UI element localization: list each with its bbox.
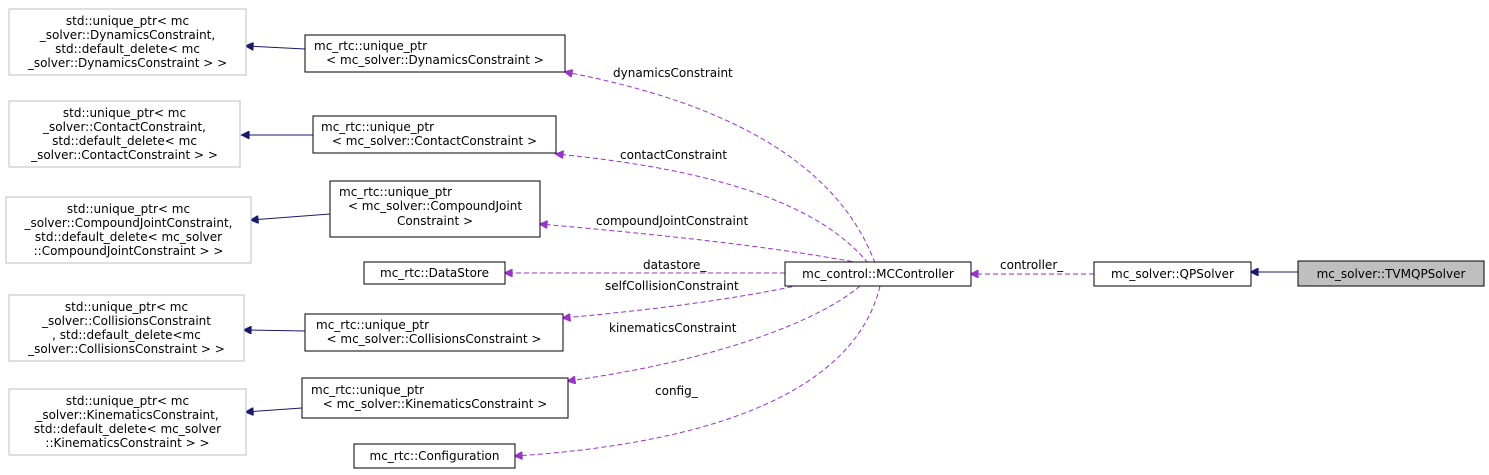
- node-unique-ptr-collisions-line-2: _solver::CollisionsConstraint: [41, 314, 211, 328]
- edge-label-kinematics: kinematicsConstraint: [609, 321, 737, 335]
- node-tvmqpsolver[interactable]: mc_solver::TVMQPSolver: [1297, 260, 1485, 287]
- node-mccontroller-label: mc_control::MCController: [802, 267, 954, 281]
- node-unique-ptr-dynamics-line-4: _solver::DynamicsConstraint > >: [27, 56, 227, 70]
- node-mc-rtc-collisions[interactable]: mc_rtc::unique_ptr < mc_solver::Collisio…: [304, 313, 564, 352]
- node-unique-ptr-contact-line-2: _solver::ContactConstraint,: [42, 120, 206, 134]
- node-configuration-label: mc_rtc::Configuration: [370, 449, 500, 463]
- node-unique-ptr-contact-line-3: std::default_delete< mc: [52, 134, 197, 148]
- node-mc-rtc-kinematics-line-1: mc_rtc::unique_ptr: [311, 383, 424, 397]
- node-mc-rtc-contact-line-1: mc_rtc::unique_ptr: [321, 120, 434, 134]
- edge-label-datastore: datastore_: [643, 258, 707, 272]
- node-mc-rtc-dynamics-line-2: < mc_solver::DynamicsConstraint >: [326, 53, 544, 67]
- node-unique-ptr-collisions-line-1: std::unique_ptr< mc: [65, 300, 188, 314]
- node-unique-ptr-compound-line-3: std::default_delete< mc_solver: [35, 230, 222, 244]
- node-mc-rtc-compound-line-2: < mc_solver::CompoundJoint: [348, 199, 522, 213]
- node-unique-ptr-compound-line-2: _solver::CompoundJointConstraint,: [24, 216, 233, 230]
- node-unique-ptr-compound[interactable]: std::unique_ptr< mc _solver::CompoundJoi…: [5, 196, 252, 264]
- node-unique-ptr-dynamics-line-2: _solver::DynamicsConstraint,: [39, 28, 215, 42]
- edge-label-compound: compoundJointConstraint: [596, 214, 748, 228]
- node-mc-rtc-kinematics-line-2: < mc_solver::KinematicsConstraint >: [323, 397, 548, 411]
- node-mc-rtc-dynamics[interactable]: mc_rtc::unique_ptr < mc_solver::Dynamics…: [304, 34, 566, 73]
- node-unique-ptr-collisions[interactable]: std::unique_ptr< mc _solver::CollisionsC…: [8, 294, 245, 362]
- node-mc-rtc-compound-line-3: Constraint >: [397, 214, 473, 228]
- edge-dynamics-use: [565, 72, 876, 264]
- node-unique-ptr-kinematics[interactable]: std::unique_ptr< mc _solver::KinematicsC…: [8, 388, 247, 456]
- node-mc-rtc-contact-line-2: < mc_solver::ContactConstraint >: [332, 134, 537, 148]
- inheritance-edges: [242, 46, 1298, 412]
- node-unique-ptr-contact-line-4: _solver::ContactConstraint > >: [30, 148, 218, 162]
- edge-label-collisions: selfCollisionConstraint: [605, 279, 739, 293]
- node-datastore-label: mc_rtc::DataStore: [380, 266, 489, 280]
- node-mc-rtc-compound-line-1: mc_rtc::unique_ptr: [339, 185, 452, 199]
- node-mc-rtc-kinematics[interactable]: mc_rtc::unique_ptr < mc_solver::Kinemati…: [301, 377, 569, 419]
- node-unique-ptr-contact[interactable]: std::unique_ptr< mc _solver::ContactCons…: [8, 100, 241, 168]
- node-mc-rtc-collisions-line-1: mc_rtc::unique_ptr: [316, 318, 429, 332]
- node-qpsolver[interactable]: mc_solver::QPSolver: [1093, 261, 1252, 287]
- usage-edges: [505, 72, 1094, 456]
- node-datastore[interactable]: mc_rtc::DataStore: [363, 261, 506, 285]
- node-unique-ptr-kinematics-line-2: _solver::KinematicsConstraint,: [35, 408, 218, 422]
- node-unique-ptr-dynamics-line-3: std::default_delete< mc: [55, 42, 200, 56]
- node-unique-ptr-compound-line-1: std::unique_ptr< mc: [67, 202, 190, 216]
- node-unique-ptr-kinematics-line-3: std::default_delete< mc_solver: [34, 422, 221, 436]
- edge-label-controller: controller_: [1000, 258, 1064, 272]
- edge-label-dynamics: dynamicsConstraint: [613, 66, 733, 80]
- node-unique-ptr-kinematics-line-4: ::KinematicsConstraint > >: [45, 436, 209, 450]
- edge-labels: dynamicsConstraint contactConstraint com…: [596, 66, 1064, 398]
- edge-compound-inherit: [251, 213, 331, 220]
- node-unique-ptr-dynamics-line-1: std::unique_ptr< mc: [66, 14, 189, 28]
- node-qpsolver-label: mc_solver::QPSolver: [1111, 267, 1234, 281]
- node-mc-rtc-collisions-line-2: < mc_solver::CollisionsConstraint >: [327, 332, 542, 346]
- edge-config-use: [515, 285, 881, 456]
- node-unique-ptr-compound-line-4: ::CompoundJointConstraint > >: [34, 244, 224, 258]
- edge-label-contact: contactConstraint: [620, 148, 727, 162]
- node-unique-ptr-collisions-line-3: , std::default_delete<mc: [52, 328, 201, 342]
- node-mc-rtc-contact[interactable]: mc_rtc::unique_ptr < mc_solver::ContactC…: [312, 115, 557, 154]
- node-unique-ptr-kinematics-line-1: std::unique_ptr< mc: [66, 394, 189, 408]
- edge-dynamics-inherit: [246, 46, 306, 49]
- node-mc-rtc-dynamics-line-1: mc_rtc::unique_ptr: [314, 39, 427, 53]
- node-unique-ptr-contact-line-1: std::unique_ptr< mc: [63, 106, 186, 120]
- edge-collisions-use: [563, 284, 801, 318]
- node-tvmqpsolver-label: mc_solver::TVMQPSolver: [1317, 267, 1466, 281]
- edge-compound-use: [540, 224, 861, 264]
- node-configuration[interactable]: mc_rtc::Configuration: [353, 443, 516, 469]
- edge-collisions-inherit: [244, 330, 306, 331]
- node-unique-ptr-collisions-line-4: _solver::CollisionsConstraint > >: [27, 342, 225, 356]
- edge-contact-use: [556, 154, 869, 264]
- edge-kinematics-inherit: [246, 408, 303, 412]
- edge-label-config: config_: [655, 384, 699, 398]
- node-mc-rtc-compound[interactable]: mc_rtc::unique_ptr < mc_solver::Compound…: [329, 180, 541, 238]
- node-mccontroller[interactable]: mc_control::MCController: [784, 261, 972, 287]
- node-unique-ptr-dynamics[interactable]: std::unique_ptr< mc _solver::DynamicsCon…: [8, 8, 247, 76]
